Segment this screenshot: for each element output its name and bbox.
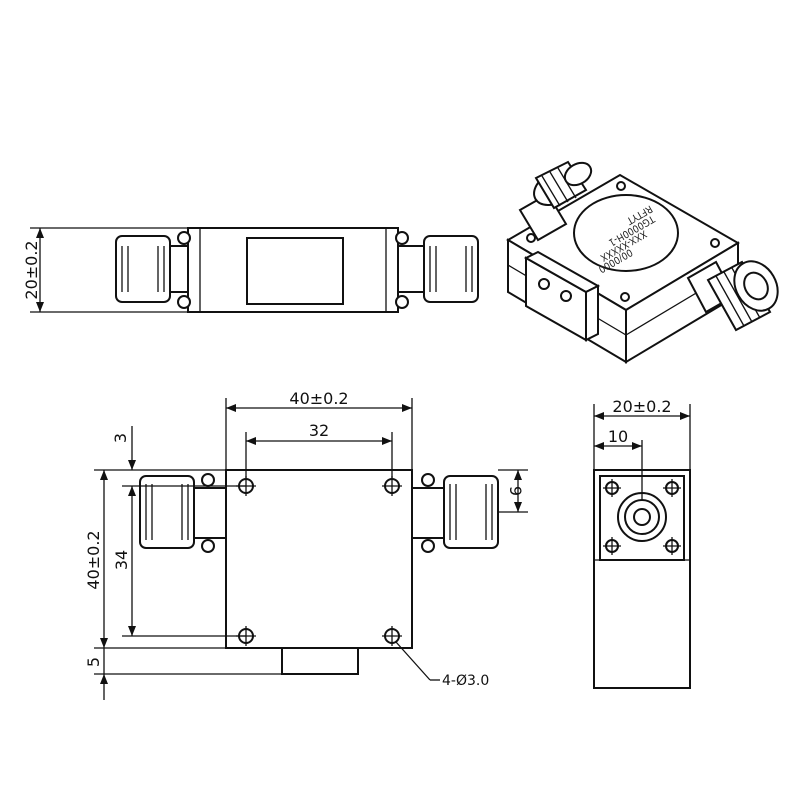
front-body: [225, 469, 413, 649]
side-label-window: [246, 237, 344, 305]
front-hole-note: 4-Ø3.0: [442, 673, 489, 689]
end-width-dimension: 20±0.2: [612, 397, 671, 416]
front-connector-offset-dimension: 9: [506, 486, 525, 496]
iso-mount-bracket: [523, 250, 601, 342]
iso-round-label: [573, 194, 679, 272]
front-height-dimension: 40±0.2: [84, 530, 103, 589]
side-view: 20±0.2: [22, 227, 479, 313]
end-connector-pin: [633, 508, 651, 526]
iso-right-connector: [686, 260, 779, 332]
front-left-connector: [139, 473, 227, 553]
end-view: 20±0.2 10: [593, 397, 691, 689]
front-hole-spacing-y-dimension: 34: [112, 550, 131, 570]
end-center-dimension: 10: [608, 427, 628, 446]
iso-back-connector: [518, 160, 593, 242]
side-left-connector: [115, 235, 193, 303]
side-height-dimension: 20±0.2: [22, 240, 41, 299]
front-view: 40±0.2 32 3 40±0.2 34 5: [84, 389, 528, 700]
front-bottom-offset-dimension: 5: [84, 657, 103, 667]
isometric-view: RFTYT TG0000H-1 XXX-XXXXX 00/0000: [506, 160, 779, 364]
front-hole-spacing-x-dimension: 32: [309, 421, 329, 440]
front-width-dimension: 40±0.2: [289, 389, 348, 408]
front-right-connector: [411, 473, 499, 553]
front-edge-offset-dimension: 3: [111, 433, 130, 443]
front-bottom-tab: [281, 647, 359, 675]
side-right-connector: [397, 235, 479, 303]
